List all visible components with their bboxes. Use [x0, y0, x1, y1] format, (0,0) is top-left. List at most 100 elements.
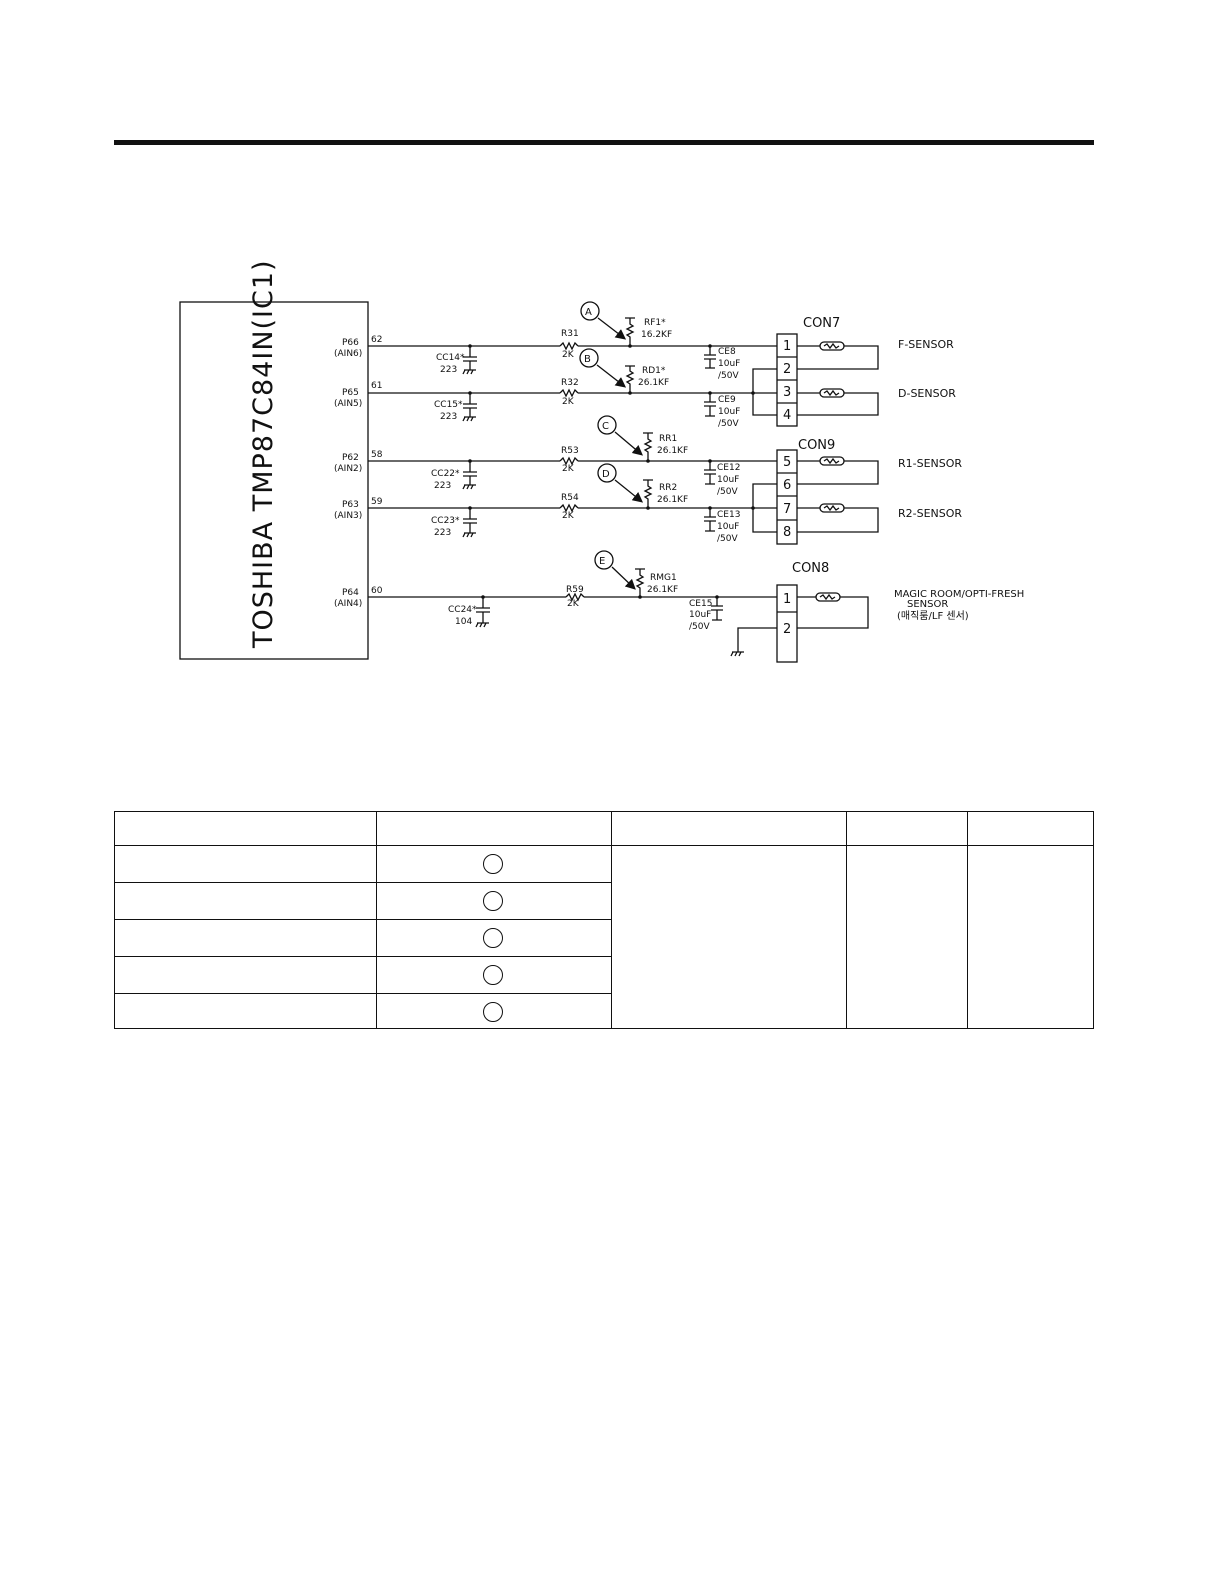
point-label: E: [599, 556, 605, 567]
cap-value: 223: [434, 528, 451, 538]
cap-ref: CC22*: [431, 469, 460, 479]
point-label: A: [585, 307, 592, 318]
resistor-r31: R31 2K: [561, 329, 579, 360]
table-divider: [846, 812, 847, 1028]
elcap-cap: 10uF: [717, 475, 739, 485]
sensor-label-r2: R2-SENSOR: [898, 507, 962, 520]
pin-port: P64: [342, 588, 359, 598]
elcap-volt: /50V: [717, 534, 738, 544]
sensor-table: [114, 811, 1094, 1029]
connector-name: CON7: [803, 316, 840, 331]
pullup-ref: RR1: [659, 434, 677, 444]
thermistor-magic: [797, 592, 869, 629]
resistor-r59: R59 2K: [566, 585, 584, 609]
sensor-label-line3: (매직룸/LF 센서): [897, 610, 969, 622]
table-divider: [376, 812, 377, 1028]
elcap-cap: 10uF: [689, 610, 711, 620]
ic-body: [179, 301, 369, 660]
cap-ref: CC24*: [448, 605, 477, 615]
pullup-value: 26.1KF: [657, 495, 688, 505]
elcap-ref: CE8: [718, 347, 736, 357]
connector-name: CON8: [792, 561, 829, 576]
capacitor-cc15: CC15* 223: [434, 393, 477, 422]
resistor-r32: R32 2K: [561, 378, 579, 407]
pullup-ref: RMG1: [650, 573, 677, 583]
pin-ain: (AIN2): [334, 464, 362, 474]
table-divider: [967, 812, 968, 1028]
pullup-rd1: RD1* 26.1KF: [625, 365, 669, 393]
elcap-ce12: CE12 10uF /50V: [704, 461, 740, 497]
pin-port: P66: [342, 338, 359, 348]
capacitor-cc24: CC24* 104: [448, 597, 490, 628]
sensor-label-f: F-SENSOR: [898, 338, 954, 351]
thermistor-r2: [797, 503, 879, 533]
signal-line-f: [368, 341, 777, 351]
resistor-r53: R53 2K: [561, 446, 579, 474]
connector-pin: 3: [783, 385, 791, 400]
sensor-label-line1: MAGIC ROOM/OPTI-FRESH: [894, 589, 1024, 600]
elcap-cap: 10uF: [717, 522, 739, 532]
connector-pin: 4: [783, 408, 791, 423]
connector-con9: CON9 5 6 7 8: [751, 438, 835, 545]
point-marker-d: D: [597, 463, 644, 503]
point-label: C: [602, 421, 609, 432]
elcap-volt: /50V: [717, 487, 738, 497]
pullup-rr2: RR2 26.1KF: [643, 479, 688, 508]
pullup-ref: RF1*: [644, 318, 666, 328]
pin-ain: (AIN5): [334, 399, 362, 409]
table-row-divider: [115, 919, 611, 920]
resistor-value: 2K: [562, 464, 575, 474]
pin-number: 60: [371, 586, 383, 596]
pullup-value: 26.1KF: [638, 378, 669, 388]
point-circle: [483, 891, 503, 911]
pin-ain: (AIN6): [334, 349, 362, 359]
ic-pin-p63: P63 (AIN3) 59: [334, 497, 383, 521]
connector-pin: 5: [783, 455, 791, 470]
elcap-ce15: CE15 10uF /50V: [689, 597, 723, 632]
cap-value: 223: [440, 412, 457, 422]
elcap-ce13: CE13 10uF /50V: [704, 508, 740, 544]
elcap-volt: /50V: [718, 419, 739, 429]
resistor-value: 2K: [562, 397, 575, 407]
connector-con8: CON8 1 2: [730, 561, 829, 663]
elcap-ref: CE15: [689, 599, 712, 609]
signal-line-r1: [368, 456, 777, 466]
sensor-label-d: D-SENSOR: [898, 387, 956, 400]
ic-pin-p62: P62 (AIN2) 58: [334, 450, 383, 474]
capacitor-cc23: CC23* 223: [431, 508, 477, 538]
point-circle: [483, 965, 503, 985]
resistor-ref: R31: [561, 329, 579, 339]
point-marker-e: E: [594, 550, 636, 590]
point-circle: [483, 928, 503, 948]
pullup-rr1: RR1 26.1KF: [643, 432, 688, 461]
connector-pin: 8: [783, 525, 791, 540]
table-row-divider: [115, 882, 611, 883]
thermistor-d: [797, 388, 879, 416]
cap-ref: CC15*: [434, 400, 463, 410]
elcap-volt: /50V: [689, 622, 710, 632]
resistor-value: 2K: [562, 350, 575, 360]
ic-pin-p65: P65 (AIN5) 61: [334, 381, 382, 409]
point-marker-a: A: [580, 301, 627, 340]
point-label: B: [584, 354, 591, 365]
elcap-volt: /50V: [718, 371, 739, 381]
resistor-ref: R32: [561, 378, 579, 388]
point-circle: [483, 1002, 503, 1022]
pin-ain: (AIN4): [334, 599, 362, 609]
signal-line-d: [368, 388, 777, 398]
table-header-divider: [115, 845, 1093, 846]
connector-pin: 1: [783, 592, 791, 607]
connector-pin: 2: [783, 362, 791, 377]
pin-number: 58: [371, 450, 383, 460]
resistor-r54: R54 2K: [561, 493, 579, 521]
elcap-cap: 10uF: [718, 407, 740, 417]
pullup-ref: RR2: [659, 483, 677, 493]
elcap-ref: CE13: [717, 510, 740, 520]
pin-port: P63: [342, 500, 359, 510]
ic-pin-p66: P66 (AIN6) 62: [334, 335, 382, 359]
connector-name: CON9: [798, 438, 835, 453]
pullup-value: 26.1KF: [657, 446, 688, 456]
resistor-value: 2K: [567, 599, 580, 609]
connector-pin: 7: [783, 502, 791, 517]
elcap-ce8: CE8 10uF /50V: [704, 346, 740, 381]
